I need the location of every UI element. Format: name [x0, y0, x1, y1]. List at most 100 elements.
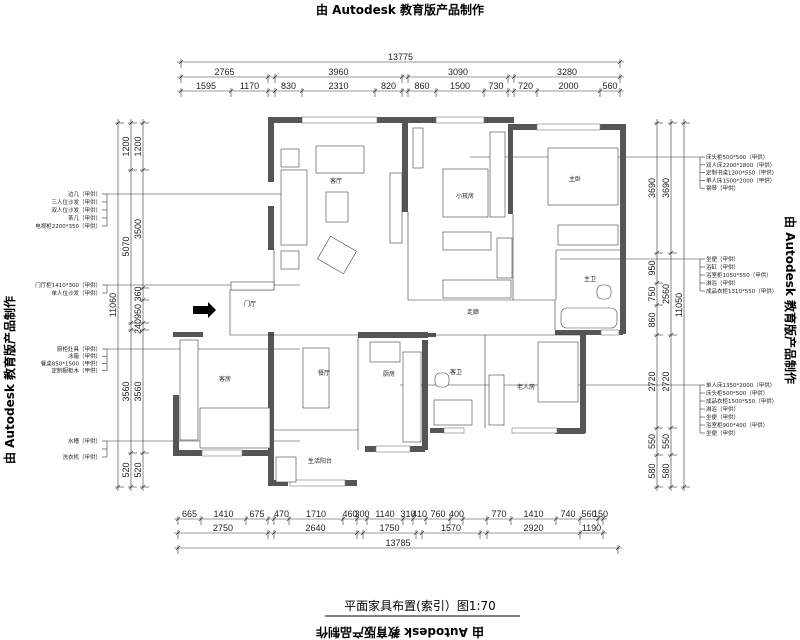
annotation-label: 冰箱（甲供） — [68, 352, 101, 360]
room-label-dining: 餐厅 — [318, 369, 330, 377]
master-wardrobe — [557, 224, 619, 246]
dimension-tick — [553, 516, 559, 522]
child-desk — [489, 131, 506, 218]
dimension-label: 3500 — [133, 219, 143, 239]
dimension-tick — [140, 120, 146, 126]
dimension-tick — [198, 516, 204, 522]
dimension-label: 11060 — [108, 293, 118, 317]
dimension-tick — [364, 516, 370, 522]
wardrobe — [496, 237, 513, 279]
dimension-tick — [265, 88, 271, 94]
entrance-arrow-icon — [193, 302, 216, 318]
elder-bed — [537, 341, 579, 403]
watermark-left: 由 Autodesk 教育版产品制作 — [2, 296, 17, 464]
dimension-label: 1750 — [379, 523, 399, 533]
room-label-kitchen: 厨房 — [383, 370, 395, 378]
dimension-tick — [419, 530, 425, 536]
dimension-label: 360 — [133, 286, 143, 301]
annotation-label: 成品衣柜1500*550（甲供） — [706, 397, 777, 405]
dimension-label: 460 — [342, 509, 357, 519]
annotation-label: 餐桌850*1500（甲供） — [41, 359, 101, 367]
guest-bed — [199, 407, 271, 449]
dimension-tick — [140, 167, 146, 173]
dimension-tick — [372, 88, 378, 94]
dimension-label: 675 — [249, 509, 264, 519]
dimension-label: 410 — [412, 509, 427, 519]
dimension-tick — [115, 484, 121, 490]
dimension-tick — [668, 332, 674, 338]
dimension-tick — [654, 250, 660, 256]
windows — [201, 116, 620, 487]
dimension-tick — [460, 516, 466, 522]
dimension-tick — [140, 320, 146, 326]
dimension-label: 1200 — [121, 136, 131, 156]
dimension-label: 665 — [182, 509, 197, 519]
dimension-label: 13785 — [385, 538, 410, 548]
dimension-tick — [511, 74, 517, 80]
dimension-tick — [128, 320, 134, 326]
dimension-tick — [668, 484, 674, 490]
dimension-label: 2750 — [213, 523, 233, 533]
dimension-label: 2720 — [647, 371, 657, 391]
annotation-label: 浴室柜1050*550（甲供） — [706, 271, 772, 279]
dimension-label: 1200 — [133, 136, 143, 156]
dimension-tick — [595, 516, 601, 522]
room-label-living: 客厅 — [330, 177, 342, 185]
dimension-tick — [128, 167, 134, 173]
foyer-cabinet — [230, 281, 275, 291]
dimension-tick — [508, 516, 514, 522]
dimension-tick — [175, 545, 181, 551]
dimension-tick — [433, 88, 439, 94]
dimension-label: 820 — [381, 81, 396, 91]
guest-toilet — [434, 372, 450, 388]
dimension-tick — [405, 74, 411, 80]
dimension-label: 520 — [133, 462, 143, 477]
dimension-tick — [654, 484, 660, 490]
dimension-tick — [299, 88, 305, 94]
dimension-label: 770 — [491, 509, 506, 519]
dimension-label: 2640 — [305, 523, 325, 533]
dimension-label: 2000 — [558, 81, 578, 91]
room-label-corridor: 走廊 — [467, 308, 479, 316]
annotation-label: 厨柜灶具（甲供） — [57, 345, 101, 353]
dimension-tick — [654, 332, 660, 338]
dimension-tick — [271, 516, 277, 522]
dimension-label: 750 — [647, 286, 657, 301]
dimension-tick — [243, 516, 249, 522]
dimension-tick — [271, 530, 277, 536]
dimension-tick — [477, 530, 483, 536]
washing-machine — [275, 456, 297, 483]
dimension-label: 150 — [593, 509, 608, 519]
dimension-label: 2310 — [328, 81, 348, 91]
dimension-tick — [681, 484, 687, 490]
fridge — [369, 341, 401, 363]
dimension-tick — [115, 120, 121, 126]
dimension-tick — [511, 88, 517, 94]
dimension-label: 13775 — [388, 52, 413, 62]
room-label-master: 主卧 — [569, 175, 581, 183]
dimension-label: 3690 — [647, 178, 657, 198]
dimension-label: 1410 — [213, 509, 233, 519]
dimension-tick — [668, 452, 674, 458]
sofa-double — [315, 145, 365, 174]
annotation-label: 钢琴（甲供） — [706, 184, 739, 192]
dimension-tick — [597, 88, 603, 94]
master-bed — [547, 147, 619, 206]
annotation-label: 单人床1500*2000（甲供） — [706, 176, 775, 184]
dimension-label: 2920 — [523, 523, 543, 533]
tv-cabinet — [389, 172, 403, 244]
dimension-tick — [178, 59, 184, 65]
annotation-label: 水槽（甲供） — [68, 437, 101, 445]
plan: 客厅 小孩房 主卧 门厅 走廊 主卫 客房 餐厅 厨房 客卫 老人房 生活阳台 — [173, 116, 626, 487]
dimension-tick — [265, 530, 271, 536]
watermark-top: 由 Autodesk 教育版产品制作 — [316, 2, 484, 17]
dimension-tick — [354, 530, 360, 536]
dimension-tick — [505, 74, 511, 80]
annotation-label: 浴室柜900*400（甲供） — [706, 421, 768, 429]
dimension-label: 950 — [647, 260, 657, 275]
dimension-label: 240 — [133, 319, 143, 334]
dimension-tick — [140, 285, 146, 291]
dimension-tick — [128, 120, 134, 126]
annotation-label: 单人位沙发（甲供） — [51, 289, 101, 297]
dimension-tick — [481, 88, 487, 94]
